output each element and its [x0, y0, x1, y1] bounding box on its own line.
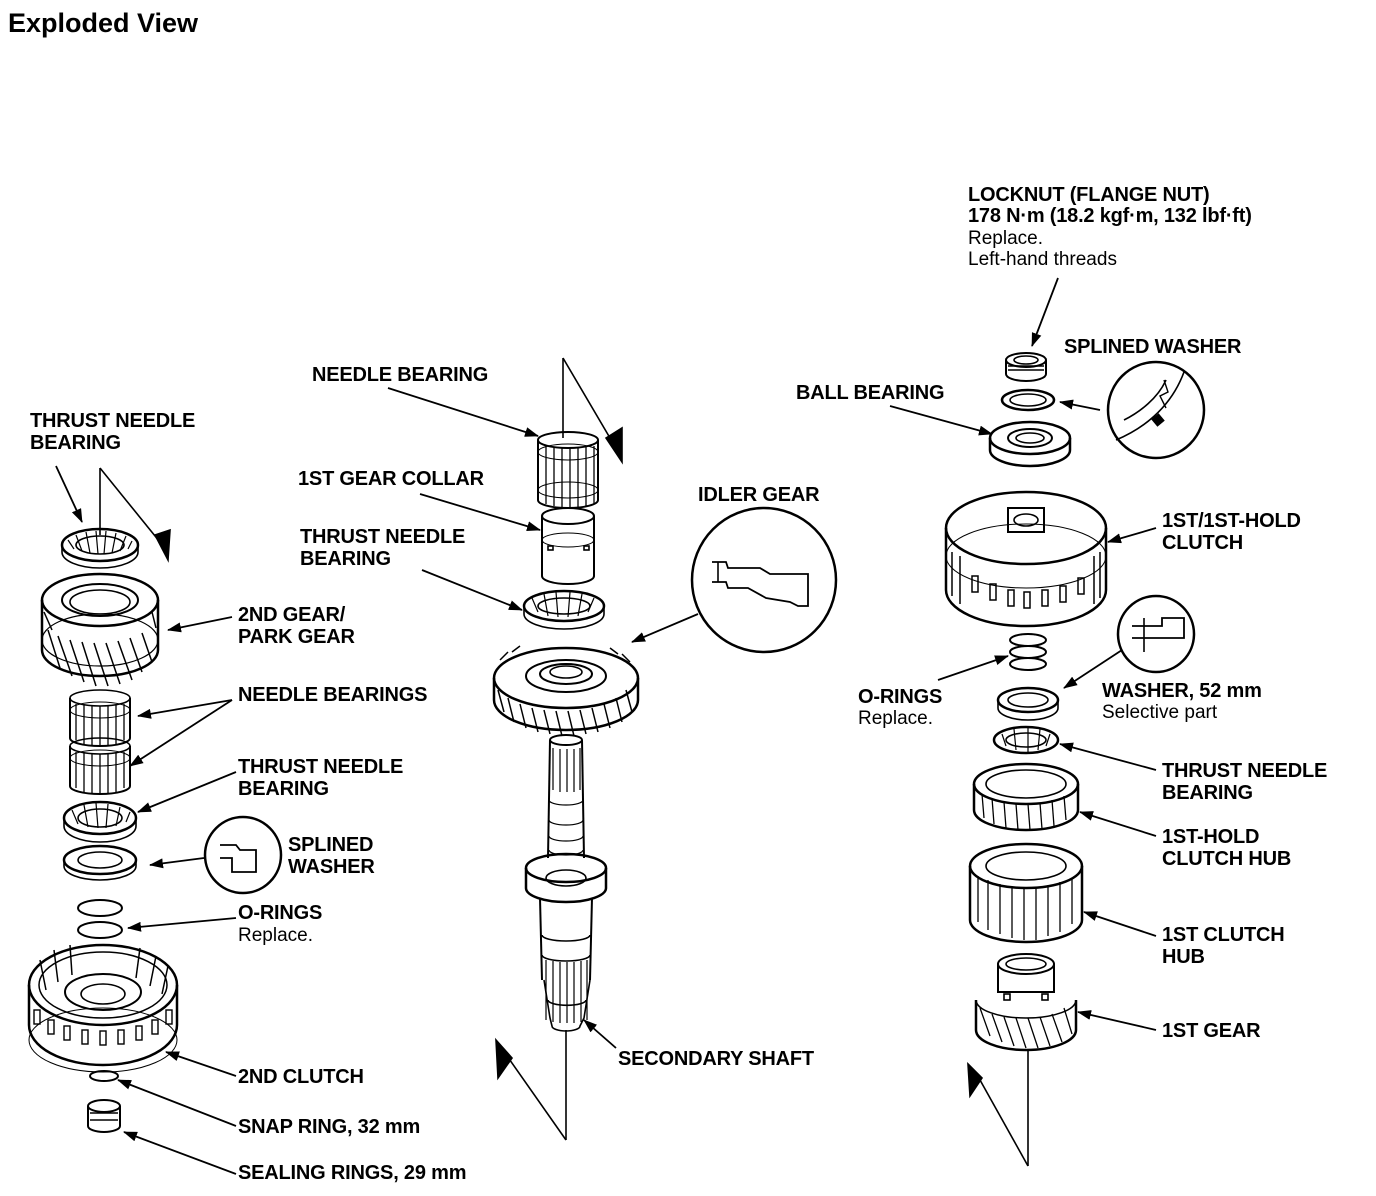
label-o-rings-left: O-RINGS	[238, 902, 323, 924]
label-line: SPLINED	[288, 834, 374, 856]
label-locknut-torque: 178 N·m (18.2 kgf·m, 132 lbf·ft)	[968, 205, 1252, 227]
label-snap-ring: SNAP RING, 32 mm	[238, 1116, 421, 1138]
first-hold-clutch-hub-part	[972, 762, 1080, 832]
center-leader-lines	[387, 387, 699, 1049]
label-needle-bearing-center: NEEDLE BEARING	[312, 364, 489, 386]
right-splined-washer-detail-circle	[1106, 360, 1206, 460]
label-thrust-needle-bearing-top: THRUST NEEDLE BEARING	[30, 410, 195, 454]
note-washer-selective: Selective part	[1102, 702, 1218, 723]
label-thrust-needle-bearing-center: THRUST NEEDLE BEARING	[300, 526, 465, 570]
label-sealing-rings: SEALING RINGS, 29 mm	[238, 1162, 467, 1184]
label-line: THRUST NEEDLE	[300, 526, 466, 548]
sealing-rings-part	[87, 1099, 121, 1133]
note-o-rings-right: Replace.	[858, 708, 933, 729]
first-clutch-hub-part	[968, 842, 1084, 944]
label-line: 1ST/1ST-HOLD	[1162, 510, 1301, 532]
label-first-clutch-hub: 1ST CLUTCH HUB	[1162, 924, 1285, 968]
locknut-part	[1005, 352, 1047, 382]
label-locknut: LOCKNUT (FLANGE NUT)	[968, 184, 1210, 206]
label-line: BEARING	[1162, 782, 1253, 804]
second-clutch-drum	[27, 943, 179, 1073]
snap-ring-part	[89, 1070, 119, 1082]
label-line: 1ST-HOLD	[1162, 826, 1260, 848]
label-first-hold-clutch-hub: 1ST-HOLD CLUTCH HUB	[1162, 826, 1291, 870]
note-locknut-replace: Replace.	[968, 228, 1043, 249]
label-first-hold-clutch: 1ST/1ST-HOLD CLUTCH	[1162, 510, 1301, 554]
note-locknut-threads: Left-hand threads	[968, 249, 1117, 270]
second-gear-park-gear	[40, 572, 160, 687]
label-second-gear-park-gear: 2ND GEAR/ PARK GEAR	[238, 604, 355, 648]
label-line: BEARING	[30, 432, 121, 454]
label-line: WASHER	[288, 856, 375, 878]
right-leader-lines	[889, 277, 1157, 1031]
needle-bearing-lower	[69, 737, 131, 795]
center-thrust-needle-bearing	[522, 589, 606, 630]
splined-washer-detail-circle	[203, 815, 283, 895]
label-line: BEARING	[238, 778, 329, 800]
label-ball-bearing: BALL BEARING	[796, 382, 945, 404]
label-line: PARK GEAR	[238, 626, 355, 648]
label-splined-washer-left: SPLINED WASHER	[288, 834, 375, 878]
first-gear-collar-part	[541, 507, 595, 585]
splined-washer-part	[62, 844, 138, 881]
label-line: CLUTCH HUB	[1162, 848, 1292, 870]
label-washer-52mm: WASHER, 52 mm	[1102, 680, 1262, 702]
label-o-rings-right: O-RINGS	[858, 686, 943, 708]
right-axis-bottom	[967, 1050, 1029, 1167]
label-line: BEARING	[300, 548, 391, 570]
first-hold-clutch-drum	[944, 490, 1108, 628]
label-idler-gear: IDLER GEAR	[698, 484, 820, 506]
label-thrust-needle-bearing-right: THRUST NEEDLE BEARING	[1162, 760, 1327, 804]
center-needle-bearing	[537, 431, 599, 509]
idler-gear-detail-circle	[690, 506, 838, 654]
label-needle-bearings: NEEDLE BEARINGS	[238, 684, 428, 706]
page-title: Exploded View	[8, 8, 199, 38]
label-line: THRUST NEEDLE	[1162, 760, 1328, 782]
first-gear-part	[974, 953, 1078, 1052]
right-splined-washer-part	[1000, 388, 1056, 412]
note-o-rings-left: Replace.	[238, 925, 313, 946]
thrust-needle-bearing-mid	[62, 800, 138, 843]
idler-gear-part	[492, 645, 640, 737]
washer-detail-circle	[1116, 594, 1196, 674]
label-thrust-needle-bearing-mid: THRUST NEEDLE BEARING	[238, 756, 403, 800]
label-first-gear: 1ST GEAR	[1162, 1020, 1261, 1042]
label-second-clutch: 2ND CLUTCH	[238, 1066, 364, 1088]
left-axis-indicator	[99, 467, 171, 563]
label-secondary-shaft: SECONDARY SHAFT	[618, 1048, 814, 1070]
label-line: THRUST NEEDLE	[238, 756, 404, 778]
o-rings-right	[1009, 633, 1047, 671]
secondary-shaft-part	[524, 734, 608, 1032]
label-line: CLUTCH	[1162, 532, 1244, 554]
ball-bearing-part	[988, 420, 1072, 468]
center-axis-bottom	[495, 1030, 567, 1141]
thrust-needle-bearing-top	[60, 527, 140, 569]
o-rings-left	[77, 899, 123, 939]
label-splined-washer-right: SPLINED WASHER	[1064, 336, 1242, 358]
label-line: THRUST NEEDLE	[30, 410, 196, 432]
label-line: HUB	[1162, 946, 1205, 968]
label-first-gear-collar: 1ST GEAR COLLAR	[298, 468, 484, 490]
washer-52mm-part	[996, 686, 1060, 721]
right-thrust-needle-bearing	[992, 725, 1060, 755]
center-axis-top	[562, 357, 623, 465]
label-line: 2ND GEAR/	[238, 604, 346, 626]
label-line: 1ST CLUTCH	[1162, 924, 1285, 946]
left-leader-lines	[55, 465, 237, 1175]
